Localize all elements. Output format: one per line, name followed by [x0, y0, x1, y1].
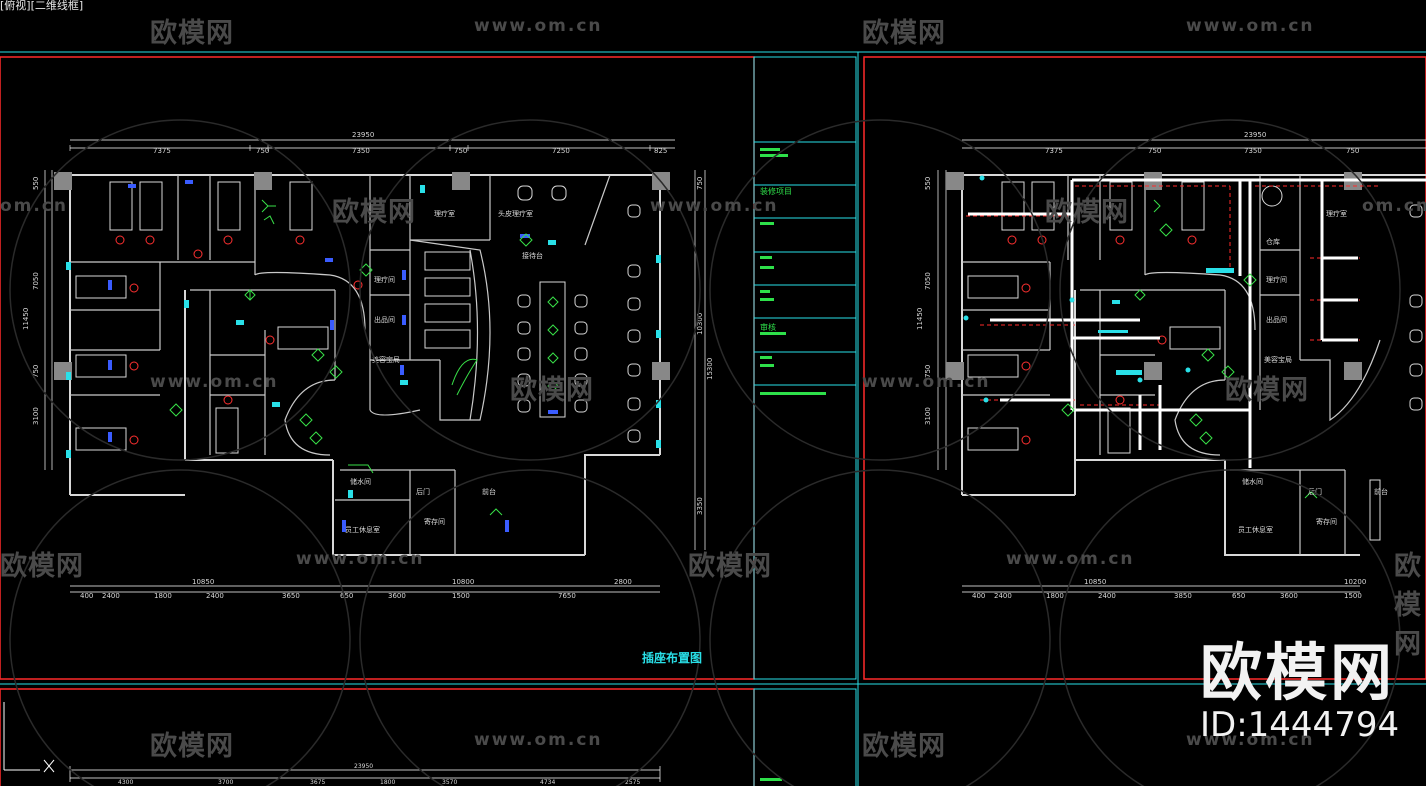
dim-left-top-4: 7250 — [552, 147, 570, 155]
dim-left-bottom-0: 400 — [80, 592, 93, 600]
drawing-title: 插座布置图 — [642, 651, 703, 665]
brand-id: ID:1444794 — [1200, 705, 1400, 745]
dim-bottom-4: 3570 — [442, 779, 457, 786]
room-label-left-10: 前台 — [482, 487, 496, 496]
dim-left-top-5: 825 — [654, 147, 667, 155]
dim-left-right-2: 15300 — [706, 358, 714, 380]
room-label-left-7: 员工休息室 — [345, 525, 380, 534]
dim-right-side-1: 7050 — [924, 272, 932, 290]
dim-left-top-3: 750 — [454, 147, 467, 155]
dim-bottom-3: 1800 — [380, 779, 395, 786]
dim-left-bottom-4: 3650 — [282, 592, 300, 600]
dim-right-bottom-1: 2400 — [994, 592, 1012, 600]
dim-left-bottom-5: 650 — [340, 592, 353, 600]
dim-left-top-0: 7375 — [153, 147, 171, 155]
dim-bottom-0: 4300 — [118, 779, 133, 786]
ucs-icon — [3, 702, 55, 773]
title-block-marks — [760, 148, 826, 781]
sheet-frames — [0, 51, 1426, 786]
brand-overlay: 欧模网 ID:1444794 — [1200, 636, 1400, 745]
dim-left-right-3: 3350 — [696, 497, 704, 515]
dim-right-bottom-2: 1800 — [1046, 592, 1064, 600]
title-block-checked-label: 审核 — [760, 322, 776, 332]
room-label-left-9: 寄存间 — [424, 517, 445, 526]
dim-left-side-0: 550 — [32, 177, 40, 190]
room-label-left-3: 理疗间 — [374, 275, 395, 284]
dim-bottom-overall: 23950 — [354, 763, 373, 770]
dim-right-side-0: 550 — [924, 177, 932, 190]
room-label-left-0: 理疗室 — [434, 209, 455, 218]
room-label-right-0: 理疗室 — [1326, 209, 1347, 218]
dim-right-top-overall: 23950 — [1244, 131, 1266, 139]
sheet-bottom-frame-red — [0, 688, 755, 786]
dim-left-right-0: 750 — [696, 177, 704, 190]
dim-left-side-1: 7050 — [32, 272, 40, 290]
dim-right-bottom-5: 650 — [1232, 592, 1245, 600]
room-label-right-1: 仓库 — [1266, 237, 1280, 246]
room-label-left-6: 储水间 — [350, 477, 371, 486]
dim-left-right-1: 10300 — [696, 313, 704, 335]
room-label-right-6: 员工休息室 — [1238, 525, 1273, 534]
sheet-right-frame-red — [863, 56, 1426, 680]
dim-bottom-6: 2575 — [625, 779, 640, 786]
viewport-label[interactable]: [俯视][二维线框] — [0, 0, 84, 12]
title-block-rows — [754, 141, 856, 386]
dim-right-top-1: 750 — [1148, 147, 1161, 155]
dim-right-bottom-3: 2400 — [1098, 592, 1116, 600]
dim-right-bottom-0: 400 — [972, 592, 985, 600]
dim-left-bottom-1: 2400 — [102, 592, 120, 600]
dim-right-bottom-7: 1500 — [1344, 592, 1362, 600]
room-label-left-8: 后门 — [416, 487, 430, 496]
sheet-left-titleblock — [753, 56, 857, 680]
dim-right-top-0: 7375 — [1045, 147, 1063, 155]
dim-bottom-5: 4734 — [540, 779, 555, 786]
dim-right-bottom-6: 3600 — [1280, 592, 1298, 600]
room-label-right-2: 理疗间 — [1266, 275, 1287, 284]
dim-right-bottom-4: 3850 — [1174, 592, 1192, 600]
floor-plan-left: 理疗室 头皮理疗室 接待台 理疗间 出品间 美容宝局 储水间 员工休息室 后门 … — [22, 131, 714, 600]
dim-left-bottom-3: 2400 — [206, 592, 224, 600]
dim-right-side-3: 750 — [924, 365, 932, 378]
room-label-left-5: 美容宝局 — [372, 355, 400, 364]
dim-right-side-2: 11450 — [916, 308, 924, 330]
dim-left-bottom-overall-0: 10850 — [192, 578, 214, 586]
floor-plan-right: 理疗室 仓库 理疗间 出品间 美容宝局 储水间 员工休息室 后门 寄存间 前台 … — [916, 131, 1426, 600]
room-label-left-2: 接待台 — [522, 251, 543, 260]
dim-right-bottom-overall-0: 10850 — [1084, 578, 1106, 586]
room-label-right-3: 出品间 — [1266, 315, 1287, 324]
dim-left-bottom-6: 3600 — [388, 592, 406, 600]
room-label-left-1: 头皮理疗室 — [498, 209, 533, 218]
dim-right-top-3: 750 — [1346, 147, 1359, 155]
sheet-bottom-titleblock — [753, 688, 857, 786]
room-label-left-4: 出品间 — [374, 315, 395, 324]
dim-left-bottom-7: 1500 — [452, 592, 470, 600]
watermark-circles — [9, 119, 1401, 786]
dim-left-side-3: 750 — [32, 365, 40, 378]
dim-left-bottom-overall-1: 10800 — [452, 578, 474, 586]
dim-left-bottom-8: 7650 — [558, 592, 576, 600]
room-label-right-9: 前台 — [1374, 487, 1388, 496]
dim-left-bottom-2: 1800 — [154, 592, 172, 600]
dim-left-side-4: 3100 — [32, 407, 40, 425]
title-block-project-label: 装修项目 — [760, 186, 792, 196]
brand-name: 欧模网 — [1200, 636, 1396, 709]
dim-left-top-2: 7350 — [352, 147, 370, 155]
dim-right-side-4: 3100 — [924, 407, 932, 425]
floor-plan-bottom: 23950 4300 3700 3675 1800 3570 4734 2575 — [3, 702, 661, 786]
dim-left-top-overall: 23950 — [352, 131, 374, 139]
dim-left-bottom-overall-2: 2800 — [614, 578, 632, 586]
dim-bottom-1: 3700 — [218, 779, 233, 786]
dim-bottom-2: 3675 — [310, 779, 325, 786]
dim-right-bottom-overall-1: 10200 — [1344, 578, 1366, 586]
room-label-right-4: 美容宝局 — [1264, 355, 1292, 364]
dim-left-side-2: 11450 — [22, 308, 30, 330]
dim-right-top-2: 7350 — [1244, 147, 1262, 155]
room-label-right-7: 后门 — [1308, 487, 1322, 496]
room-label-right-5: 储水间 — [1242, 477, 1263, 486]
room-label-right-8: 寄存间 — [1316, 517, 1337, 526]
dim-left-top-1: 750 — [256, 147, 269, 155]
